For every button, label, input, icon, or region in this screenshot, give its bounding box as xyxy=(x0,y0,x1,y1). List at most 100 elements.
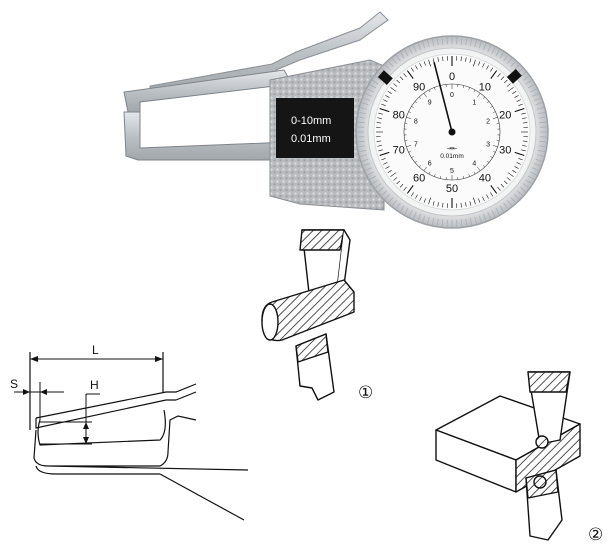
dial-needle xyxy=(433,62,453,133)
dial-ticks xyxy=(376,56,528,208)
arrow-l-left xyxy=(30,356,38,362)
dial-tick xyxy=(522,145,527,147)
knurl-line xyxy=(491,47,496,54)
knurl-line xyxy=(520,187,527,193)
dial-tick xyxy=(437,202,439,207)
dial-tick xyxy=(514,107,525,113)
knurl-line xyxy=(538,145,546,148)
inner-dial-tick xyxy=(406,145,412,148)
inner-dial-tick xyxy=(414,101,418,104)
knurl-line xyxy=(431,217,435,226)
dial-number: 0 xyxy=(449,71,455,83)
dial-tick xyxy=(442,56,444,62)
dial-tick xyxy=(490,67,493,72)
knurl-line xyxy=(358,111,367,115)
inner-dial-tick xyxy=(492,116,498,119)
dial-tick xyxy=(376,140,382,142)
dial-tick xyxy=(460,202,462,208)
knurl-line xyxy=(478,41,482,49)
inner-dial-ticks xyxy=(404,84,500,180)
dial-tick xyxy=(428,197,431,205)
inner-dial-tick xyxy=(477,166,481,171)
dial-tick xyxy=(512,170,517,173)
knurl-line xyxy=(374,75,382,81)
inner-dial-tick xyxy=(408,111,411,113)
inner-dial-tick xyxy=(463,176,465,179)
knurl-line xyxy=(532,167,539,172)
dial-tick xyxy=(518,158,523,161)
example1-workpiece-end xyxy=(261,303,279,341)
knurl-line xyxy=(395,202,401,210)
knurl-line xyxy=(372,179,379,185)
tolerance-marker-left xyxy=(377,70,393,85)
dial-number: 80 xyxy=(393,110,405,122)
knurl-line xyxy=(377,187,384,193)
dial-tick xyxy=(478,61,481,66)
dial-tick xyxy=(385,166,390,169)
dial-number: 40 xyxy=(479,172,491,184)
inner-dial-tick xyxy=(418,164,422,168)
knurl-line xyxy=(436,218,439,226)
knurl-line xyxy=(441,219,444,227)
example1-top-jaw-section xyxy=(299,229,345,251)
knurl-line xyxy=(522,183,530,189)
inner-dial-number: 2 xyxy=(486,118,490,125)
inner-dial-number: 8 xyxy=(414,118,418,125)
inner-dial-tick xyxy=(411,156,414,158)
usage-example-1 xyxy=(261,229,355,401)
dial-tick xyxy=(390,87,397,92)
dial-tick xyxy=(514,151,525,157)
knurl-line xyxy=(361,102,369,106)
knurl-line xyxy=(513,64,520,71)
inner-dial-tick xyxy=(414,160,418,163)
dial-tick xyxy=(516,162,521,165)
dimension-label-s: S xyxy=(10,377,18,391)
knurl-line xyxy=(507,57,513,64)
inner-dial-number: 4 xyxy=(472,161,476,168)
dial-tick xyxy=(393,83,398,87)
dial-tick xyxy=(399,183,404,188)
dial-tick xyxy=(403,73,407,78)
example1-bottom-jaw-section xyxy=(295,333,329,363)
dial-tick xyxy=(522,140,528,142)
knurl-line xyxy=(474,216,477,224)
knurl-line xyxy=(408,210,413,217)
knurl-line xyxy=(417,214,421,221)
dial-tick xyxy=(381,158,386,161)
inner-dial-tick xyxy=(418,96,422,100)
dial-tick xyxy=(503,180,508,185)
inner-dial-tick xyxy=(493,151,496,153)
arrow-h-top xyxy=(83,422,89,429)
dial-tick xyxy=(521,112,526,115)
dial-tick xyxy=(396,180,401,185)
knurl-line xyxy=(367,171,374,176)
knurl-line xyxy=(535,158,543,162)
inner-dial-tick xyxy=(428,89,431,93)
dial-tick xyxy=(378,149,383,152)
dial-tick xyxy=(460,56,462,62)
knurl-line xyxy=(404,208,409,215)
knurl-line xyxy=(404,49,409,56)
knurl-line xyxy=(357,140,365,143)
knurl-line xyxy=(465,218,468,226)
knurl-line xyxy=(381,190,387,196)
knurl-line xyxy=(412,45,417,52)
knurl-line xyxy=(358,116,366,119)
dial-tick xyxy=(482,196,485,201)
inner-dial-tick xyxy=(486,160,490,163)
knurl-line xyxy=(503,54,509,62)
dial-tick xyxy=(411,192,414,197)
knurl-line xyxy=(530,171,537,176)
arrow-l-right xyxy=(155,356,163,362)
dial-tick xyxy=(385,95,390,98)
dial-tick xyxy=(497,186,501,191)
knurl-line xyxy=(460,37,463,45)
inner-dial-tick xyxy=(434,87,436,90)
dial-number: 70 xyxy=(393,144,405,156)
inner-dial-tick xyxy=(486,101,490,104)
inner-dial-number: 9 xyxy=(428,99,432,106)
dial-number: 50 xyxy=(446,183,458,195)
dial-tick xyxy=(512,91,517,94)
knurl-line xyxy=(537,111,546,115)
